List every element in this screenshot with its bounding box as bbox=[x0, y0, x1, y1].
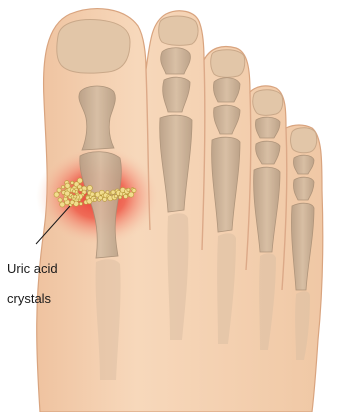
crystal-dot bbox=[106, 191, 109, 194]
crystal-dot bbox=[77, 178, 82, 183]
crystal-dot bbox=[74, 195, 77, 198]
crystal-dot bbox=[72, 190, 75, 193]
crystal-dot bbox=[61, 186, 64, 189]
crystal-dot bbox=[111, 190, 115, 194]
crystal-dot bbox=[93, 198, 96, 201]
crystal-dot bbox=[54, 192, 59, 197]
crystal-dot bbox=[65, 183, 70, 188]
crystal-dot bbox=[70, 200, 74, 204]
crystal-dot bbox=[79, 188, 82, 191]
crystal-dot bbox=[60, 202, 65, 207]
toe4-nail bbox=[253, 90, 283, 116]
crystal-dot bbox=[124, 194, 128, 198]
toe2-nail bbox=[159, 16, 198, 45]
toe5-nail bbox=[291, 128, 317, 153]
crystal-dot bbox=[65, 191, 70, 196]
crystal-dot bbox=[58, 198, 62, 202]
annotation-label: Uric acid crystals bbox=[7, 246, 77, 321]
crystal-dot bbox=[71, 181, 74, 184]
crystal-dot bbox=[57, 188, 61, 192]
toe3-nail bbox=[211, 50, 245, 78]
crystal-dot bbox=[129, 192, 134, 197]
big-toe-nail bbox=[57, 20, 130, 74]
crystal-dot bbox=[79, 202, 82, 205]
annotation-label-line1: Uric acid bbox=[7, 261, 77, 276]
crystal-dot bbox=[87, 185, 92, 190]
annotation-label-line2: crystals bbox=[7, 291, 77, 306]
crystal-dot bbox=[132, 188, 136, 192]
crystal-dot bbox=[127, 188, 130, 191]
crystal-dot bbox=[90, 192, 94, 196]
